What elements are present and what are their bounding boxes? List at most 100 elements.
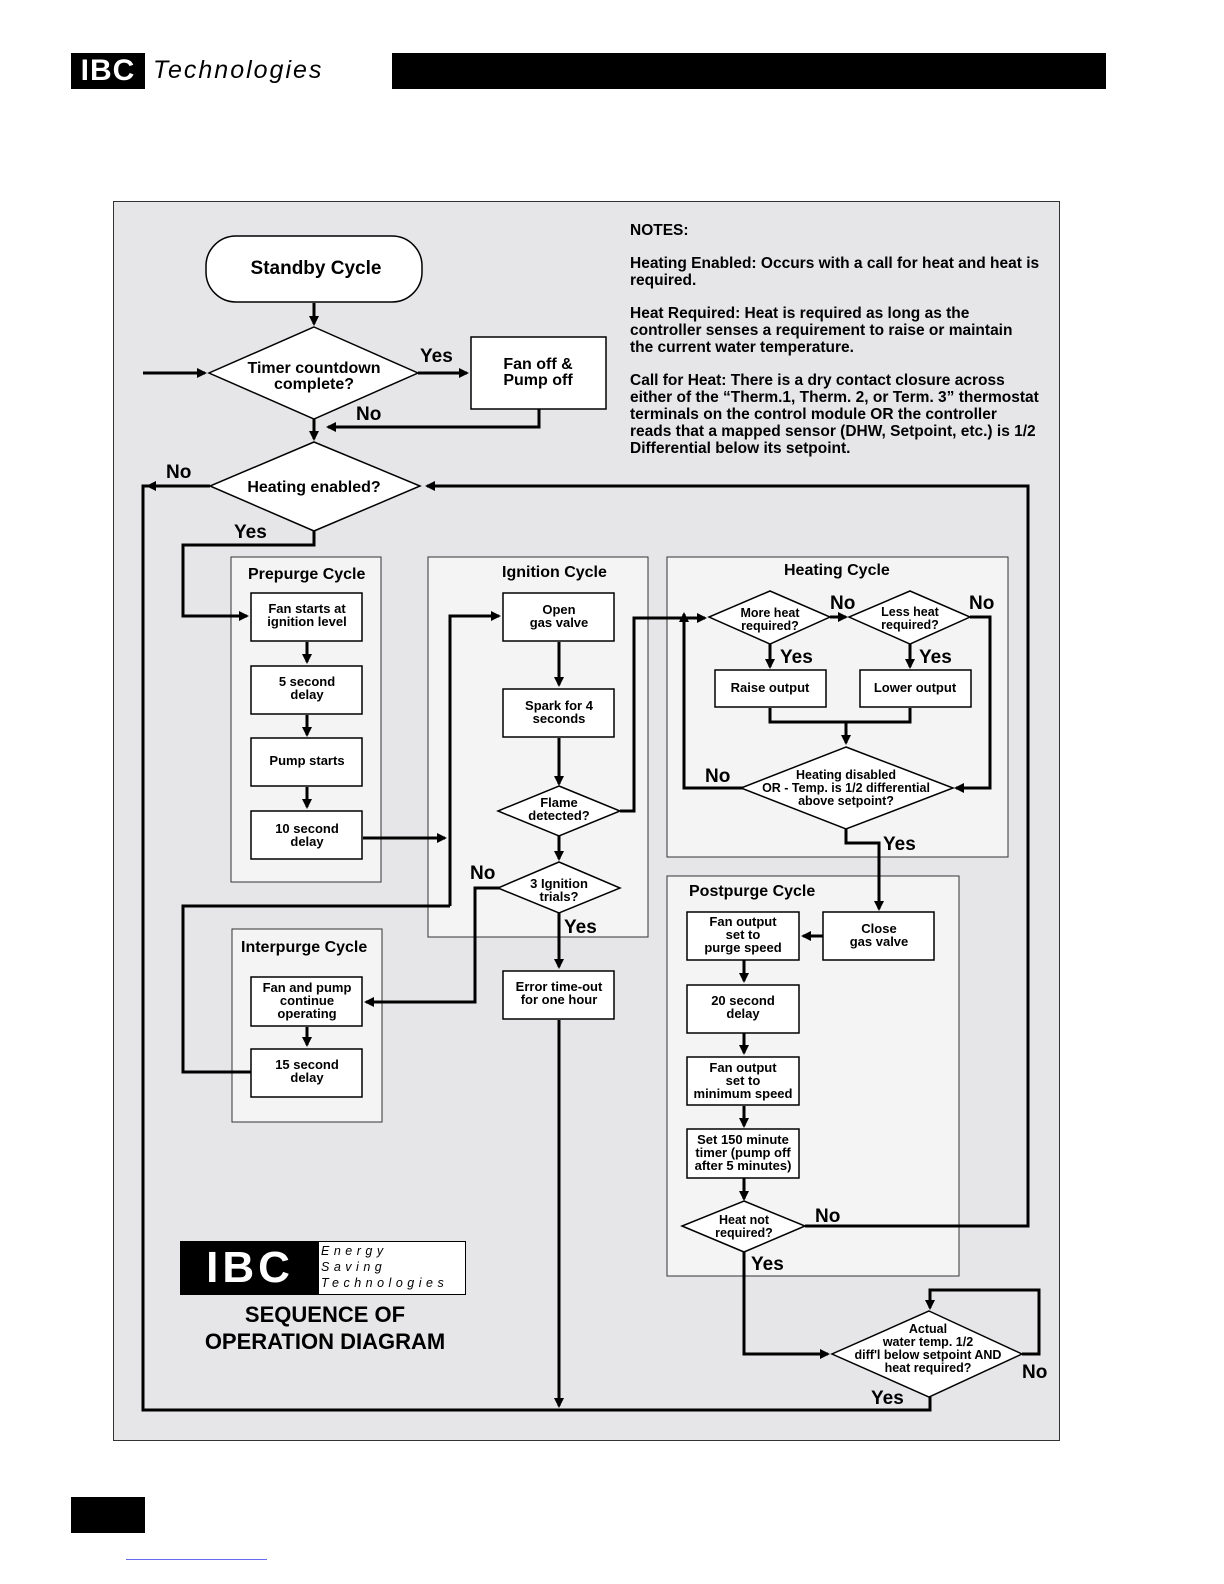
svg-text:delay: delay <box>726 1006 760 1021</box>
svg-text:delay: delay <box>290 687 324 702</box>
node-fan-pump-continue: Fan and pump continue operating <box>250 976 363 1027</box>
node-actual-water-temp: Actual water temp. 1/2 diff'l below setp… <box>830 1310 1024 1398</box>
label-no-heatenabled: No <box>166 462 191 483</box>
svg-text:3 Ignition: 3 Ignition <box>530 876 588 891</box>
svg-text:required?: required? <box>881 618 939 632</box>
svg-text:Timer countdown: Timer countdown <box>247 360 380 377</box>
node-standby: Standby Cycle <box>205 235 423 303</box>
svg-text:Heating enabled?: Heating enabled? <box>247 479 380 496</box>
svg-text:Less heat: Less heat <box>881 605 940 619</box>
svg-text:timer (pump off: timer (pump off <box>695 1145 791 1160</box>
node-fan-off: Fan off & Pump off <box>470 336 607 410</box>
node-20-second-delay: 20 second delay <box>686 984 800 1034</box>
notes-panel: NOTES: Heating Enabled: Occurs with a ca… <box>630 222 1040 473</box>
svg-text:Spark for 4: Spark for 4 <box>525 698 594 713</box>
svg-text:Heat not: Heat not <box>719 1213 770 1227</box>
svg-text:Open: Open <box>542 602 575 617</box>
svg-text:Set 150 minute: Set 150 minute <box>697 1132 789 1147</box>
svg-text:gas valve: gas valve <box>530 615 589 630</box>
edge-disabled-yes <box>844 829 884 911</box>
note-heating-enabled: Heating Enabled: Occurs with a call for … <box>630 255 1040 289</box>
group-interpurge-title: Interpurge Cycle <box>241 939 367 956</box>
svg-text:Fan and pump: Fan and pump <box>263 980 352 995</box>
node-pump-starts: Pump starts <box>250 737 363 787</box>
edge-main-loop <box>141 484 932 1412</box>
svg-text:minimum speed: minimum speed <box>694 1086 793 1101</box>
edge-flame-yes <box>620 613 707 813</box>
node-purge-speed: Fan output set to purge speed <box>686 911 800 961</box>
node-raise-output: Raise output <box>714 669 827 708</box>
label-yes-timer: Yes <box>420 346 453 367</box>
brand-line-energy: Energy <box>321 1244 388 1258</box>
group-ignition-title: Ignition Cycle <box>502 564 607 581</box>
svg-text:Pump off: Pump off <box>503 372 573 389</box>
brand-line-technologies: Technologies <box>321 1276 449 1290</box>
header-logo: IBC <box>71 53 145 89</box>
header-bar <box>392 53 1106 89</box>
node-less-heat: Less heat required? <box>847 590 972 645</box>
svg-text:Close: Close <box>861 921 896 936</box>
label-yes-actual: Yes <box>871 1388 904 1409</box>
svg-text:purge speed: purge speed <box>704 940 781 955</box>
node-lower-output: Lower output <box>859 669 972 708</box>
svg-text:set to: set to <box>726 927 761 942</box>
note-call-for-heat: Call for Heat: There is a dry contact cl… <box>630 372 1039 457</box>
label-no-more: No <box>830 593 855 614</box>
svg-text:required?: required? <box>715 1226 773 1240</box>
edge-interpurge-return <box>181 904 450 1074</box>
svg-text:above setpoint?: above setpoint? <box>798 794 894 808</box>
svg-text:10 second: 10 second <box>275 821 339 836</box>
svg-text:ignition level: ignition level <box>267 614 346 629</box>
brand-line-saving: Saving <box>321 1260 387 1274</box>
node-heating-enabled: Heating enabled? <box>208 441 422 532</box>
edge-disabled-no <box>679 612 744 790</box>
label-no-timer: No <box>356 404 381 425</box>
footer-block <box>71 1497 145 1533</box>
label-yes-trials: Yes <box>564 917 597 938</box>
note-heat-required: Heat Required: Heat is required as long … <box>630 305 1013 356</box>
node-timer-countdown: Timer countdown complete? <box>207 326 420 420</box>
edge-merge-outputs <box>768 708 912 724</box>
brand-box: IBC Energy Saving Technologies <box>180 1241 466 1295</box>
label-yes-disabled: Yes <box>883 834 916 855</box>
label-no-less: No <box>969 593 994 614</box>
edge-actual-no <box>925 1288 1041 1356</box>
group-postpurge-title: Postpurge Cycle <box>689 883 815 900</box>
svg-text:required?: required? <box>741 619 799 633</box>
svg-text:Standby Cycle: Standby Cycle <box>251 258 382 279</box>
svg-text:seconds: seconds <box>533 711 586 726</box>
svg-text:Heating disabled: Heating disabled <box>796 768 896 782</box>
svg-text:heat required?: heat required? <box>885 1361 972 1375</box>
diagram-caption-line1: SEQUENCE OF <box>244 1302 406 1327</box>
label-yes-more: Yes <box>780 647 813 668</box>
svg-text:15 second: 15 second <box>275 1057 339 1072</box>
notes-title: NOTES: <box>630 222 689 239</box>
svg-text:OR - Temp. is 1/2 differential: OR - Temp. is 1/2 differential <box>762 781 930 795</box>
edge-labels: Yes No No Yes No Yes No Yes No Yes No Ye… <box>166 346 1047 1409</box>
node-15-second-delay: 15 second delay <box>250 1048 363 1098</box>
edge-trials-no <box>364 886 500 1007</box>
edge-notreq-no <box>425 481 1030 1228</box>
node-close-gas-valve: Close gas valve <box>822 911 935 961</box>
svg-text:Fan off &: Fan off & <box>503 356 573 373</box>
svg-text:complete?: complete? <box>274 376 354 393</box>
label-yes-notreq: Yes <box>751 1254 784 1275</box>
svg-text:Error time-out: Error time-out <box>516 979 603 994</box>
group-prepurge-title: Prepurge Cycle <box>248 566 365 583</box>
diagram-caption-line2: OPERATION DIAGRAM <box>204 1329 446 1354</box>
header-brand: Technologies <box>153 56 324 84</box>
svg-text:trials?: trials? <box>539 889 578 904</box>
svg-text:Fan starts at: Fan starts at <box>268 601 346 616</box>
label-no-actual: No <box>1022 1362 1047 1383</box>
svg-text:set to: set to <box>726 1073 761 1088</box>
svg-text:Fan output: Fan output <box>709 1060 777 1075</box>
label-no-notreq: No <box>815 1206 840 1227</box>
svg-text:delay: delay <box>290 834 324 849</box>
svg-text:20 second: 20 second <box>711 993 775 1008</box>
node-error-timeout: Error time-out for one hour <box>502 970 615 1020</box>
svg-text:Pump starts: Pump starts <box>269 753 344 768</box>
footer-rule <box>126 1559 267 1560</box>
edge-to-opengas <box>448 611 501 906</box>
node-spark: Spark for 4 seconds <box>502 688 615 738</box>
svg-text:continue: continue <box>280 993 334 1008</box>
